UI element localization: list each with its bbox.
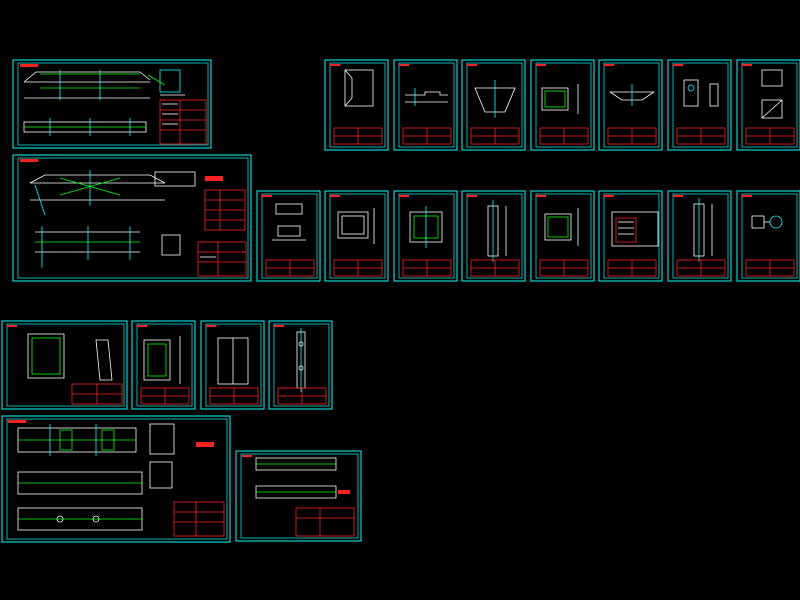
drawing-sheet-p6[interactable] [667,59,732,151]
title-block [197,241,247,277]
drawing-sheet-q2[interactable] [324,190,389,282]
drawing-sheet-p3[interactable] [461,59,526,151]
drawing-sheet-p5[interactable] [598,59,663,151]
title-block [173,501,225,537]
drawing-sheet-p2[interactable] [393,59,458,151]
drawing-sheet-s1[interactable] [12,59,212,149]
drawing-sheet-s2[interactable] [12,154,252,282]
drawing-sheet-t2[interactable] [235,450,362,542]
drawing-sheet-p7[interactable] [736,59,800,151]
sheet-tag [8,420,26,423]
sheet-tag [20,159,38,162]
girder-elevation [23,69,185,100]
drawing-sheet-q3[interactable] [393,190,458,282]
drawing-sheet-q5[interactable] [530,190,595,282]
drawing-sheet-r4[interactable] [268,320,333,410]
drawing-sheet-q1[interactable] [256,190,321,282]
trolley-elevation [17,424,137,456]
sheet-tag [20,64,38,67]
girder-plan [23,118,147,136]
drawing-sheet-r1[interactable] [1,320,128,410]
section-views [149,423,214,489]
drawing-sheet-t1[interactable] [1,415,231,543]
drawing-sheet-r3[interactable] [200,320,265,410]
drawing-sheet-r2[interactable] [131,320,196,410]
trolley-plan [17,471,143,531]
drawing-sheet-q6[interactable] [598,190,663,282]
bridge-elevation [29,170,196,216]
bridge-plan [35,226,181,268]
drawing-sheet-q7[interactable] [667,190,732,282]
drawing-sheet-q4[interactable] [461,190,526,282]
title-block [159,99,207,145]
drawing-sheet-q8[interactable] [736,190,800,282]
drawing-sheet-p1[interactable] [324,59,389,151]
parts-list [204,176,246,231]
drawing-sheet-p4[interactable] [530,59,595,151]
